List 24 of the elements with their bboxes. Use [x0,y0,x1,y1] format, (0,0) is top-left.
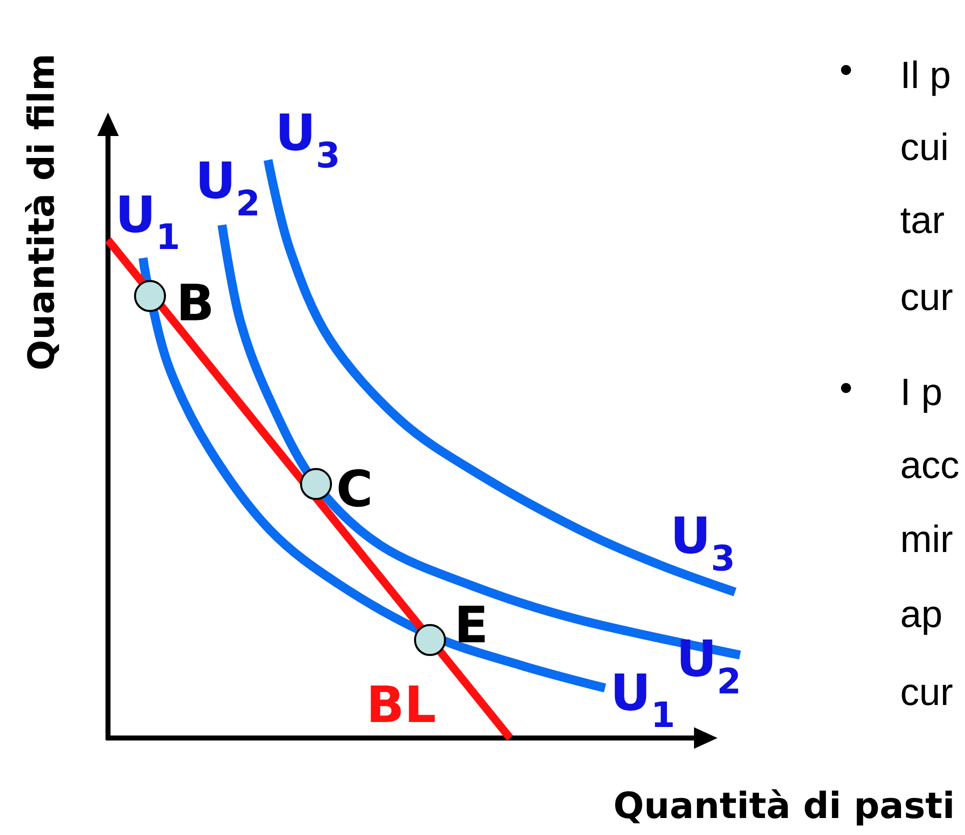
point-label: B [180,284,211,320]
bullet-text: acc [902,458,958,478]
curve-label: U$_{3}$ [674,516,732,571]
curve-label: U$_{1}$ [120,196,178,249]
bullet-text: Il p [904,60,950,96]
bullet-text: ap [902,606,941,635]
bullet-text: cur [902,290,952,310]
curve-label: U$_{2}$ [680,640,738,694]
point-marker [134,280,166,312]
bullet-text: tar [900,208,944,234]
point-marker [300,468,332,500]
point-label: C [338,469,370,507]
bullet-text: I p [904,378,941,413]
axis-title: Quantità di pasti [615,789,952,826]
bullet-text: mir [902,524,952,552]
curve-label: U$_{1}$ [614,674,673,727]
axis-title: Quantità di film [24,56,60,369]
bullet-text: cur [902,684,952,706]
bullet-text: cui [902,132,946,160]
point-label: E [458,606,485,642]
point-marker [414,624,446,656]
curve-label: U$_{3}$ [280,114,338,168]
curve-label: U$_{2}$ [200,162,258,216]
line-label: BL [370,686,435,722]
